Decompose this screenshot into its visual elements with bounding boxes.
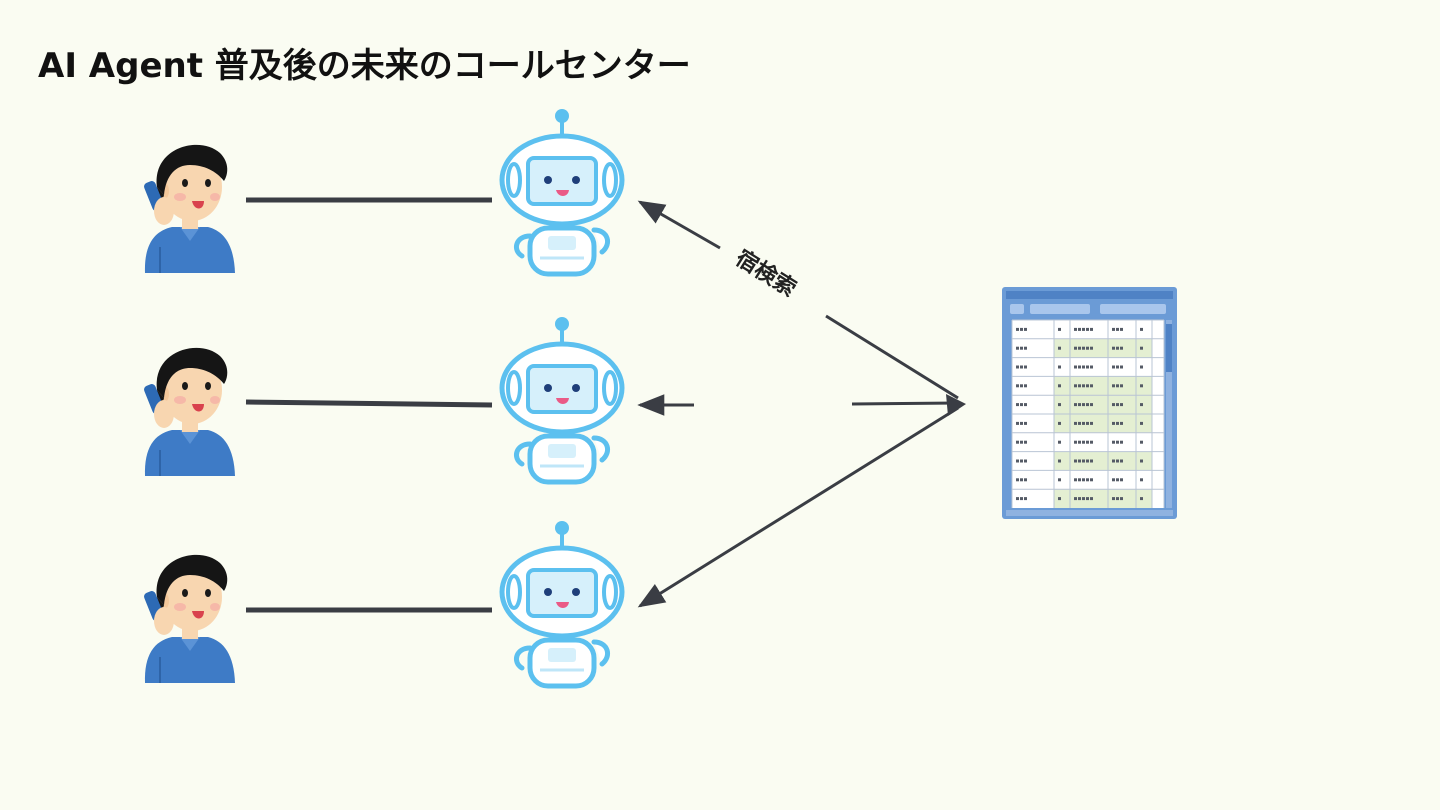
caller-3-icon: [141, 553, 236, 684]
page-title: AI Agent 普及後の未来のコールセンター: [38, 46, 691, 86]
ai-agent-2-icon: [502, 317, 622, 482]
connection-line-2: [245, 399, 493, 408]
arrow-to-agent-2-tail: [851, 401, 959, 406]
caller-2-icon: [141, 346, 236, 477]
ai-agent-3-icon: [502, 521, 622, 686]
arrow-to-agent-3: [637, 406, 959, 608]
caller-1-icon: [141, 143, 236, 274]
spreadsheet-document-icon: [1002, 287, 1177, 519]
arrow-to-agent-1-tail: [825, 314, 959, 400]
ai-agent-1-icon: [502, 109, 622, 274]
edge-label-search: 宿検索: [731, 245, 801, 302]
arrow-to-agent-1-head: [637, 200, 721, 250]
arrow-junction: [946, 394, 966, 416]
